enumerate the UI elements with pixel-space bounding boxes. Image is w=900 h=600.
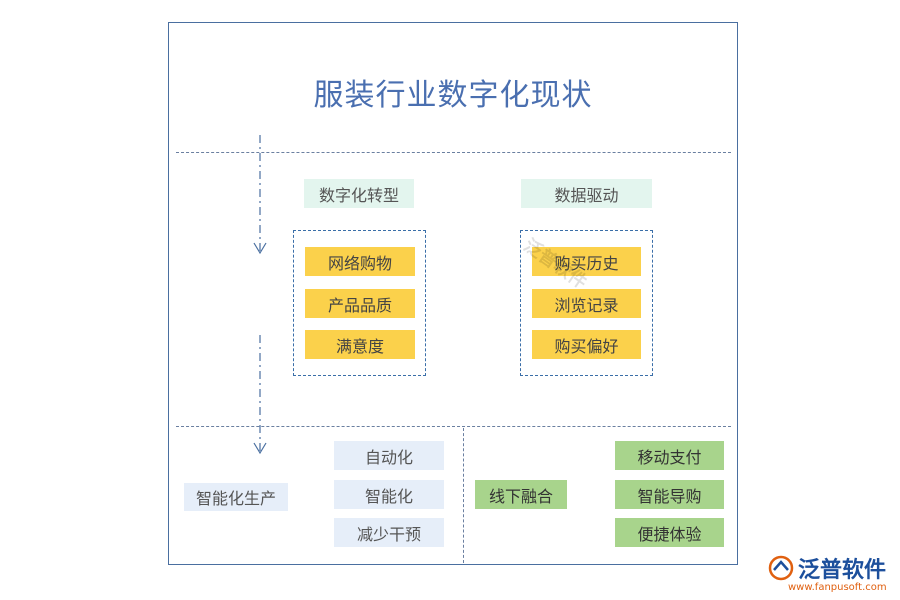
item-purchase-history: 购买历史 <box>532 247 641 276</box>
item-smart-shopping-guide: 智能导购 <box>615 480 724 509</box>
item-product-quality: 产品品质 <box>305 289 415 318</box>
right-items-container <box>520 230 653 376</box>
left-items-container <box>293 230 426 376</box>
brand-logo: 泛普软件 <box>768 552 886 584</box>
logo-name: 泛普软件 <box>798 558 887 583</box>
logo-url: www.fanpusoft.com <box>788 582 887 593</box>
main-intelligent-production: 智能化生产 <box>184 483 288 511</box>
middle-separator <box>176 426 731 427</box>
header-data-driven: 数据驱动 <box>521 179 652 208</box>
top-separator <box>176 152 731 153</box>
item-satisfaction: 满意度 <box>305 330 415 359</box>
item-mobile-payment: 移动支付 <box>615 441 724 470</box>
diagram-title: 服装行业数字化现状 <box>313 78 593 113</box>
item-purchase-preference: 购买偏好 <box>532 330 641 359</box>
flow-arrow-top <box>253 135 267 255</box>
item-automation: 自动化 <box>334 441 444 470</box>
bottom-vertical-separator <box>463 428 464 563</box>
item-reduce-intervention: 减少干预 <box>334 518 444 547</box>
logo-icon <box>768 555 794 581</box>
item-online-shopping: 网络购物 <box>305 247 415 276</box>
main-offline-integration: 线下融合 <box>475 480 567 509</box>
item-intelligence: 智能化 <box>334 480 444 509</box>
item-convenient-experience: 便捷体验 <box>615 518 724 547</box>
header-digital-transformation: 数字化转型 <box>304 179 414 208</box>
item-browsing-record: 浏览记录 <box>532 289 641 318</box>
flow-arrow-bottom <box>253 335 267 455</box>
diagram-frame <box>168 22 738 565</box>
